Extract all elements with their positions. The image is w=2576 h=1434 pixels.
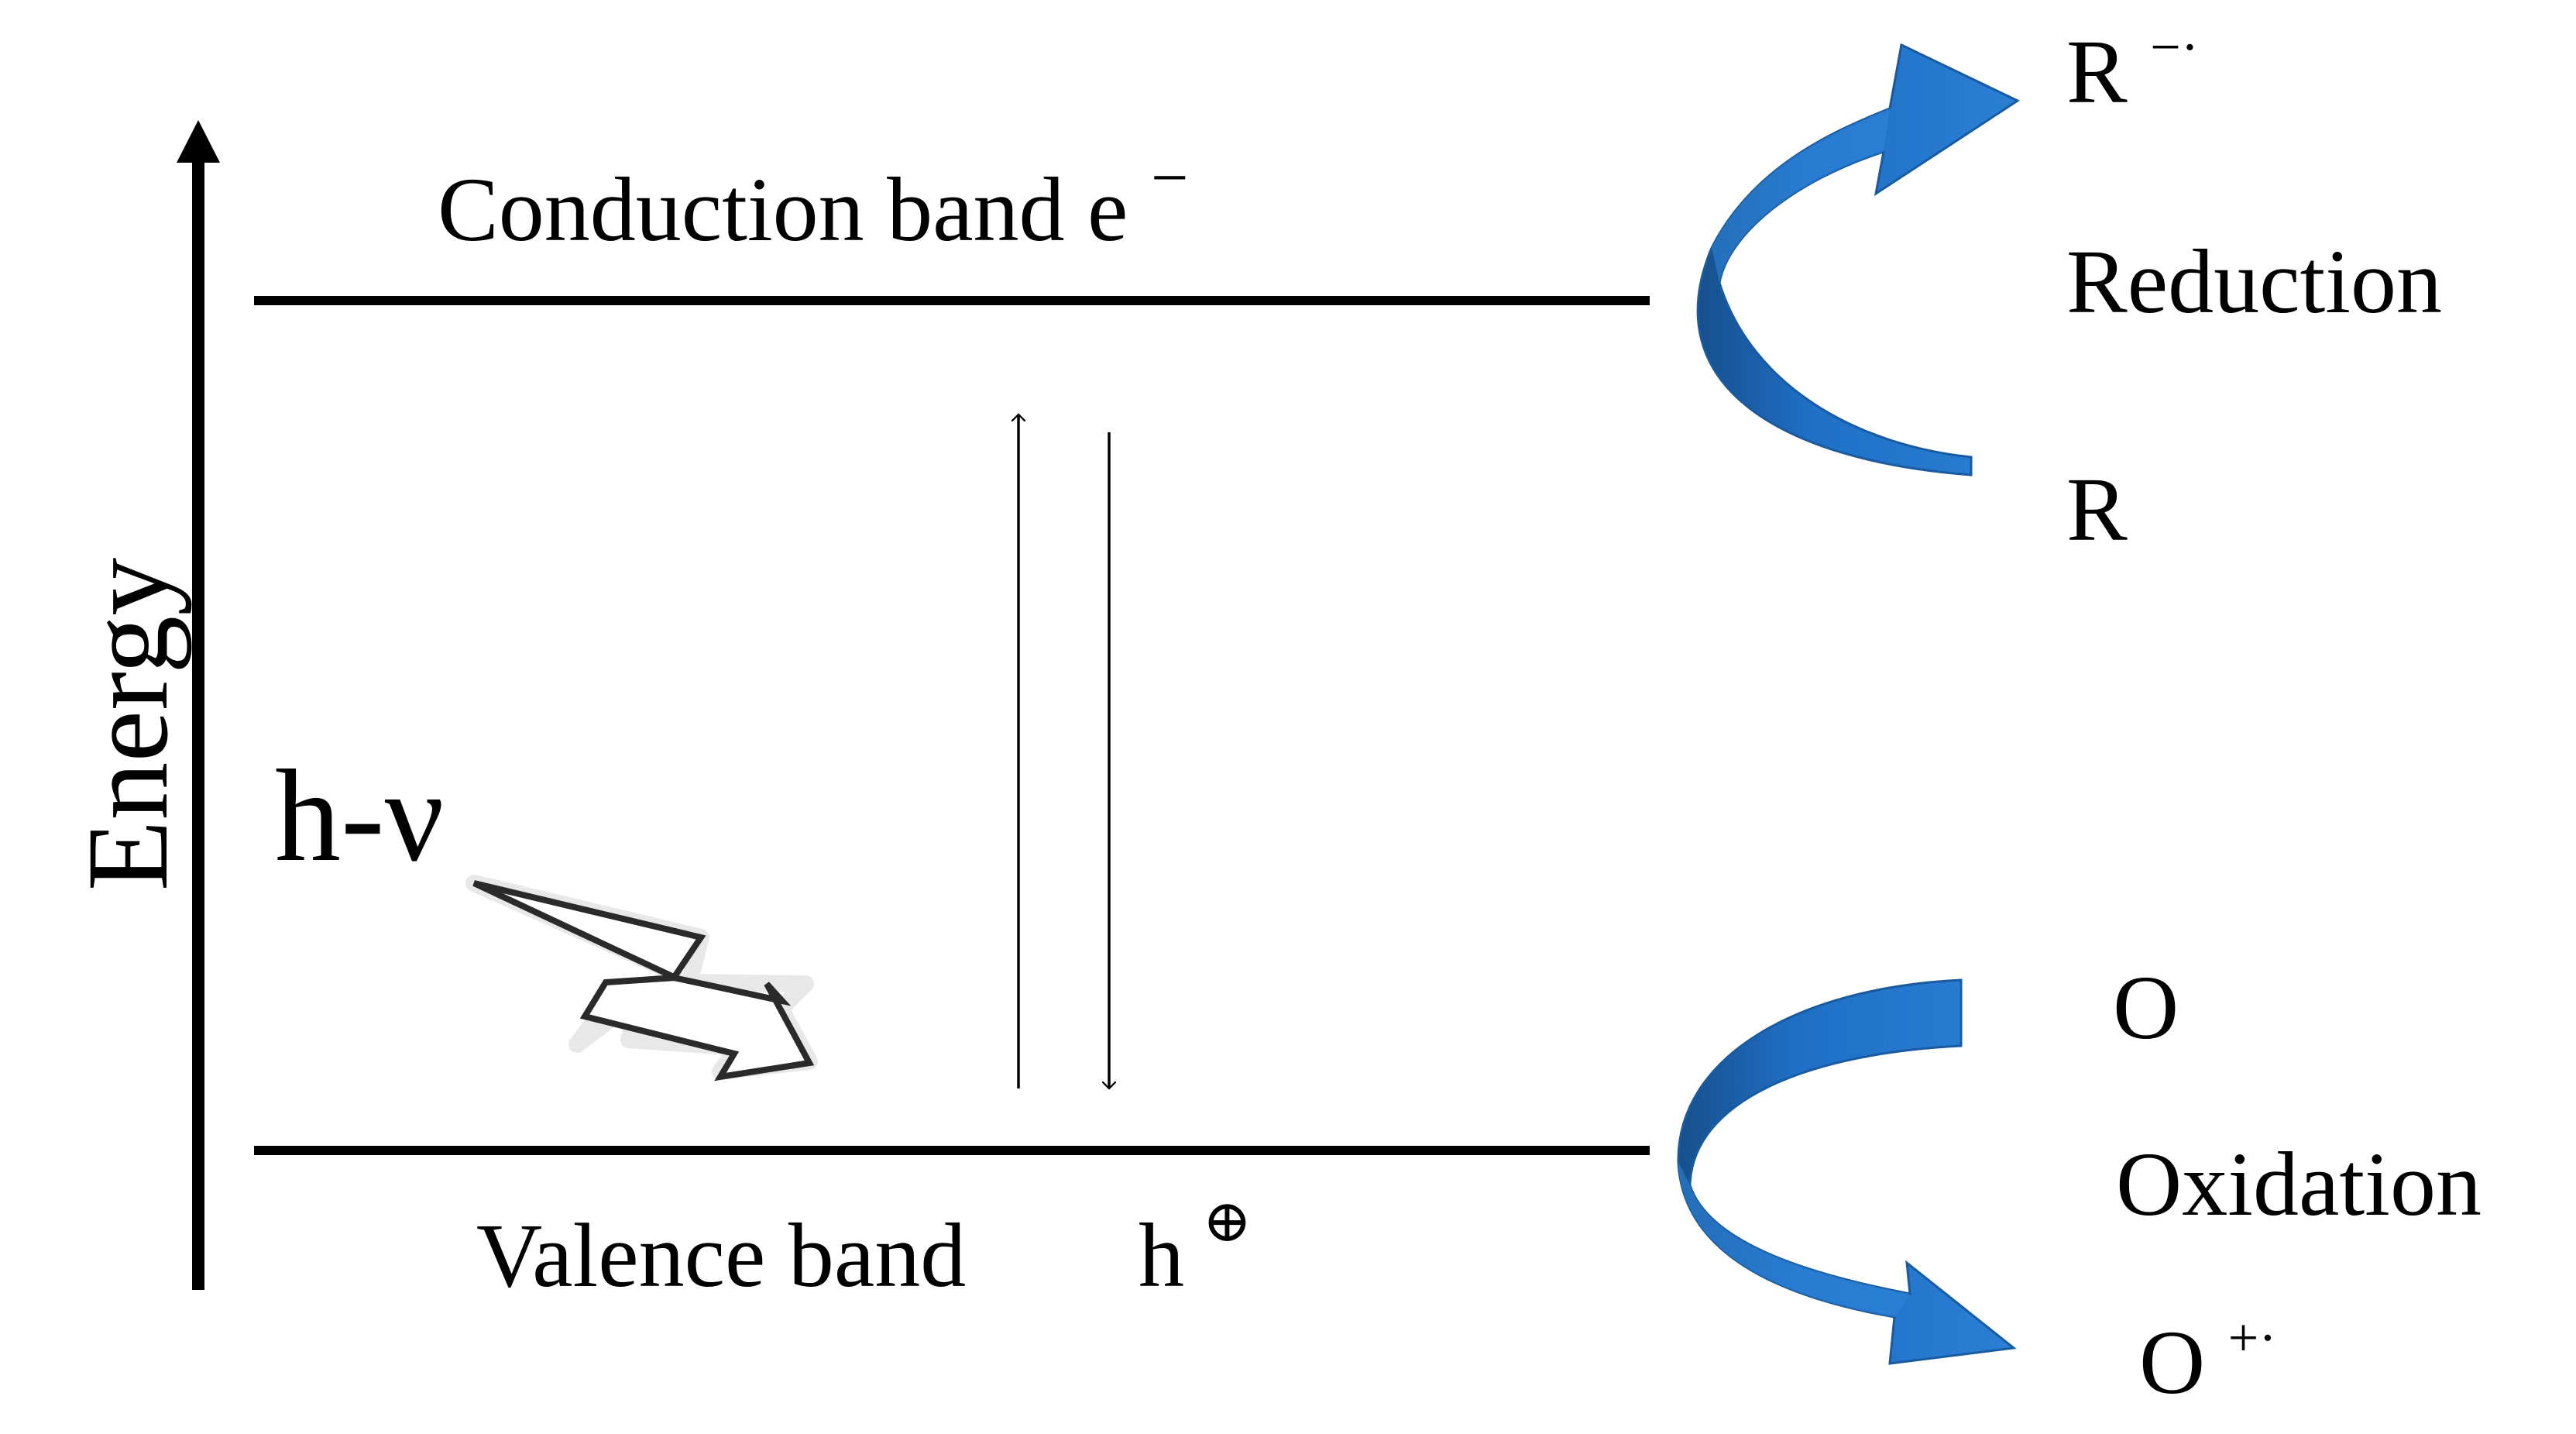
- valence-band-hole-label: h ⊕: [1139, 1189, 1252, 1306]
- reduction-process-label: Reduction: [2066, 231, 2442, 332]
- conduction-band: Conduction band e −: [254, 140, 1650, 305]
- photon: h-ν: [275, 743, 818, 1082]
- oxidation-process-label: Oxidation: [2116, 1133, 2482, 1235]
- oxidation-curved-arrow: O Oxidation O +·: [1677, 957, 2482, 1413]
- conduction-band-electron-charge: −: [1151, 140, 1189, 215]
- energy-axis-label: Energy: [64, 558, 192, 891]
- energy-axis: Energy: [64, 120, 220, 1290]
- valence-band-hole-symbol: h: [1139, 1205, 1184, 1306]
- valence-band: Valence band h ⊕: [254, 1146, 1650, 1306]
- reduction-curved-arrow: R −· Reduction R: [1696, 18, 2442, 560]
- lightning-bolt-icon: [465, 875, 818, 1082]
- curved-arrow-up-icon: [1696, 43, 2021, 476]
- valence-band-label: Valence band: [476, 1205, 966, 1306]
- oxidation-product: O +·: [2139, 1308, 2277, 1413]
- reduction-reactant: R: [2066, 459, 2128, 560]
- transition-arrows: [1018, 414, 1109, 1088]
- conduction-band-label: Conduction band e −: [438, 140, 1188, 260]
- energy-axis-arrowhead: [177, 120, 220, 163]
- photon-label: h-ν: [275, 743, 444, 889]
- reduction-product: R −·: [2066, 18, 2199, 122]
- curved-arrow-down-icon: [1677, 978, 2017, 1365]
- oxidation-product-base: O: [2139, 1312, 2205, 1413]
- conduction-band-label-text: Conduction band e: [438, 159, 1128, 260]
- oxidation-reactant: O: [2113, 957, 2179, 1058]
- reduction-product-charge: −·: [2150, 18, 2199, 77]
- reduction-product-base: R: [2066, 21, 2128, 122]
- oxidation-product-charge: +·: [2228, 1308, 2277, 1368]
- valence-band-hole-charge: ⊕: [1203, 1189, 1252, 1254]
